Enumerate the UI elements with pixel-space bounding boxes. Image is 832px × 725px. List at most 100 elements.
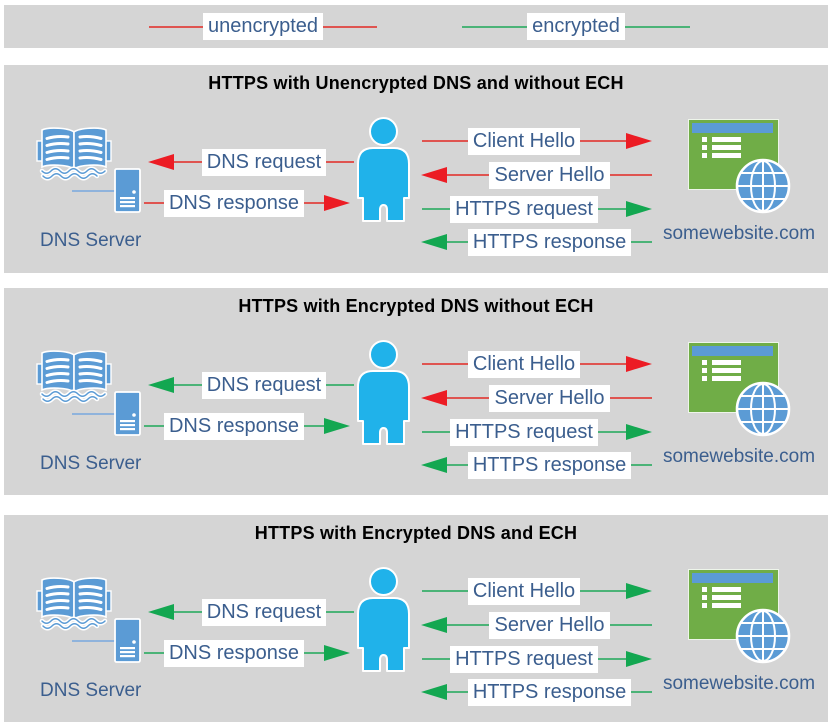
dns-request-label: DNS request: [201, 371, 327, 399]
website-list-dot: [702, 595, 707, 600]
website-list-dot: [702, 376, 707, 381]
arrowhead-left-icon: [148, 604, 174, 620]
website-label: somewebsite.com: [662, 223, 816, 244]
arrow-dns-response: DNS response: [144, 189, 350, 217]
client-hello-label: Client Hello: [467, 350, 581, 378]
dns-response-label: DNS response: [163, 189, 305, 217]
website-list-dot: [702, 145, 707, 150]
https-request-label: HTTPS request: [450, 645, 598, 673]
https-request-label: HTTPS request: [450, 195, 598, 223]
arrow-client-hello: Client Hello: [422, 350, 653, 378]
arrowhead-right-icon: [626, 201, 653, 217]
website-list-dot: [702, 603, 707, 608]
https-response-label: HTTPS response: [467, 451, 632, 479]
user-person-icon: [357, 117, 410, 222]
arrowhead-right-icon: [626, 356, 653, 372]
dns-response-label: DNS response: [163, 639, 305, 667]
legend-label-encrypted: encrypted: [527, 13, 625, 40]
arrowhead-left-icon: [421, 234, 447, 250]
arrow-https-request: HTTPS request: [422, 418, 653, 446]
website-list-bar: [712, 595, 741, 600]
dns-request-label: DNS request: [201, 148, 327, 176]
https-request-label: HTTPS request: [450, 418, 598, 446]
website-titlebar: [692, 346, 773, 356]
client-hello-label: Client Hello: [467, 577, 581, 605]
dns-server-tower-icon: [114, 618, 141, 663]
client-hello-label: Client Hello: [467, 127, 581, 155]
arrow-https-request: HTTPS request: [422, 195, 653, 223]
dns-server-label: DNS Server: [40, 453, 142, 474]
arrow-dns-request: DNS request: [148, 148, 354, 176]
book-server-connector-line: [72, 413, 116, 415]
legend-item-unencrypted: unencrypted: [149, 5, 378, 48]
arrow-https-response: HTTPS response: [421, 451, 653, 479]
website-list-dot: [702, 360, 707, 365]
website-list-bar: [712, 153, 741, 158]
panel-unencrypted-dns-no-ech: HTTPS with Unencrypted DNS and without E…: [4, 65, 828, 273]
https-response-label: HTTPS response: [467, 678, 632, 706]
server-hello-label: Server Hello: [489, 161, 610, 189]
dns-server-label: DNS Server: [40, 230, 142, 251]
arrow-dns-response: DNS response: [144, 412, 350, 440]
website-titlebar: [692, 573, 773, 583]
user-person-icon: [357, 340, 410, 445]
website-label: somewebsite.com: [662, 446, 816, 467]
encrypted-line-right: [624, 25, 690, 28]
arrow-server-hello: Server Hello: [421, 161, 653, 189]
legend: unencrypted encrypted: [4, 5, 828, 48]
book-server-connector-line: [72, 640, 116, 642]
dns-book-icon: [36, 127, 112, 181]
book-server-connector-line: [72, 190, 116, 192]
arrow-client-hello: Client Hello: [422, 127, 653, 155]
arrow-https-request: HTTPS request: [422, 645, 653, 673]
dns-book-icon: [36, 577, 112, 631]
unencrypted-line-right: [323, 25, 378, 28]
arrowhead-left-icon: [421, 390, 447, 406]
globe-icon: [735, 381, 791, 437]
arrow-server-hello: Server Hello: [421, 611, 653, 639]
panel-title: HTTPS with Encrypted DNS without ECH: [238, 296, 594, 316]
website-list-dot: [702, 137, 707, 142]
website-list-dot: [702, 368, 707, 373]
panel-title: HTTPS with Unencrypted DNS and without E…: [208, 73, 624, 93]
arrow-https-response: HTTPS response: [421, 228, 653, 256]
dns-server-tower-icon: [114, 391, 141, 436]
panel-title: HTTPS with Encrypted DNS and ECH: [254, 523, 578, 543]
arrowhead-right-icon: [324, 195, 350, 211]
arrow-dns-request: DNS request: [148, 371, 354, 399]
server-hello-label: Server Hello: [489, 611, 610, 639]
website-list-bar: [712, 145, 741, 150]
user-person-icon: [357, 567, 410, 672]
panel-encrypted-dns-and-ech: HTTPS with Encrypted DNS and ECH DNS Ser…: [4, 515, 828, 722]
arrowhead-right-icon: [626, 133, 653, 149]
arrowhead-left-icon: [148, 377, 174, 393]
server-hello-label: Server Hello: [489, 384, 610, 412]
arrow-client-hello: Client Hello: [422, 577, 653, 605]
globe-icon: [735, 158, 791, 214]
legend-label-unencrypted: unencrypted: [202, 13, 324, 40]
arrowhead-right-icon: [324, 418, 350, 434]
website-list-bar: [712, 376, 741, 381]
arrowhead-right-icon: [626, 424, 653, 440]
globe-icon: [735, 608, 791, 664]
dns-book-icon: [36, 350, 112, 404]
arrow-server-hello: Server Hello: [421, 384, 653, 412]
arrow-https-response: HTTPS response: [421, 678, 653, 706]
arrowhead-right-icon: [324, 645, 350, 661]
arrowhead-right-icon: [626, 583, 653, 599]
dns-request-label: DNS request: [201, 598, 327, 626]
arrow-dns-request: DNS request: [148, 598, 354, 626]
website-list-dot: [702, 587, 707, 592]
panel-encrypted-dns-no-ech: HTTPS with Encrypted DNS without ECH DNS…: [4, 288, 828, 495]
arrowhead-left-icon: [148, 154, 174, 170]
unencrypted-line-left: [149, 25, 203, 28]
website-list-bar: [712, 368, 741, 373]
arrowhead-left-icon: [421, 617, 447, 633]
website-list-bar: [712, 137, 741, 142]
arrowhead-left-icon: [421, 457, 447, 473]
website-titlebar: [692, 123, 773, 133]
dns-server-tower-icon: [114, 168, 141, 213]
arrow-dns-response: DNS response: [144, 639, 350, 667]
arrowhead-left-icon: [421, 684, 447, 700]
arrowhead-left-icon: [421, 167, 447, 183]
